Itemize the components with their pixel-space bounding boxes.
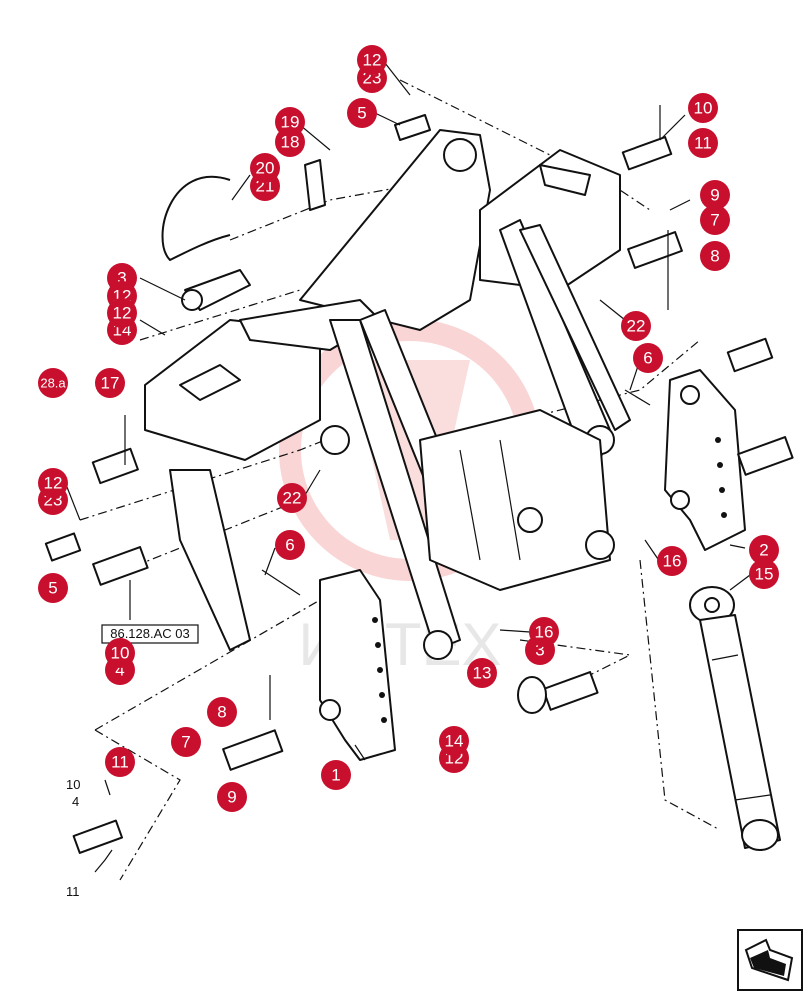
svg-text:28.a: 28.a [40,376,66,391]
hydraulic-cylinder [689,586,781,851]
callout-28a: 28.a [38,368,68,398]
next-page-arrow-icon[interactable] [736,928,804,992]
svg-text:16: 16 [663,552,682,571]
reference-label: 86.128.AC 03 [110,626,190,641]
svg-text:10: 10 [111,644,130,663]
callout-10-top: 10 [688,93,718,123]
plain-label-11: 11 [66,884,80,899]
svg-text:5: 5 [48,579,57,598]
mounting-bracket-right [664,369,746,551]
svg-text:7: 7 [181,733,190,752]
callout-11-bottom: 11 [105,747,135,777]
svg-text:22: 22 [627,317,646,336]
svg-text:1: 1 [331,766,340,785]
svg-text:6: 6 [643,349,652,368]
plain-label-4: 4 [72,794,79,809]
svg-text:6: 6 [285,536,294,555]
callout-6-right: 6 [633,343,663,373]
callout-16-bottom: 316 [525,617,559,665]
svg-text:9: 9 [710,186,719,205]
callout-2: 2 [749,535,779,565]
svg-text:14: 14 [445,732,464,751]
mounting-bracket-left [319,569,396,761]
callout-16-right: 16 [657,546,687,576]
callout-6-mid: 6 [275,530,305,560]
callout-7-bottom: 7 [171,727,201,757]
svg-text:3: 3 [117,269,126,288]
callout-11-top: 11 [688,128,718,158]
svg-text:20: 20 [256,159,275,178]
callout-5-top: 5 [347,98,377,128]
plain-labels: 10 4 11 [66,777,80,899]
plain-label-10: 10 [66,777,80,792]
svg-text:12: 12 [113,304,132,323]
svg-text:8: 8 [217,703,226,722]
svg-text:11: 11 [694,134,712,153]
svg-text:2: 2 [759,541,768,560]
callout-8-top: 8 [700,241,730,271]
svg-text:7: 7 [710,211,719,230]
callout-8-bottom: 8 [207,697,237,727]
callout-22-mid: 22 [277,483,307,513]
callout-10-mid: 410 [105,638,135,685]
svg-text:9: 9 [227,788,236,807]
callout-9-top: 79 [700,180,730,235]
callout-22-top: 22 [621,311,651,341]
svg-text:17: 17 [101,374,120,393]
svg-text:16: 16 [535,623,554,642]
upper-frame [299,129,631,461]
svg-text:12: 12 [44,474,63,493]
svg-text:8: 8 [710,247,719,266]
svg-text:12: 12 [363,51,382,70]
callout-1: 1 [321,760,351,790]
svg-text:15: 15 [755,565,774,584]
callout-15: 15 [749,559,779,589]
callout-17: 17 [95,368,125,398]
callout-13: 13 [467,658,497,688]
svg-text:22: 22 [283,489,302,508]
svg-text:13: 13 [473,664,492,683]
svg-text:5: 5 [357,104,366,123]
svg-text:19: 19 [281,113,300,132]
pins-and-hardware [44,105,794,854]
callout-9-bottom: 9 [217,782,247,812]
svg-text:18: 18 [281,133,300,152]
svg-text:4: 4 [115,661,124,680]
svg-text:11: 11 [111,753,129,772]
callout-5-left: 5 [38,573,68,603]
reference-box: 86.128.AC 03 [101,624,199,644]
center-beam [419,409,615,591]
svg-text:10: 10 [694,99,713,118]
svg-text:3: 3 [535,641,544,660]
